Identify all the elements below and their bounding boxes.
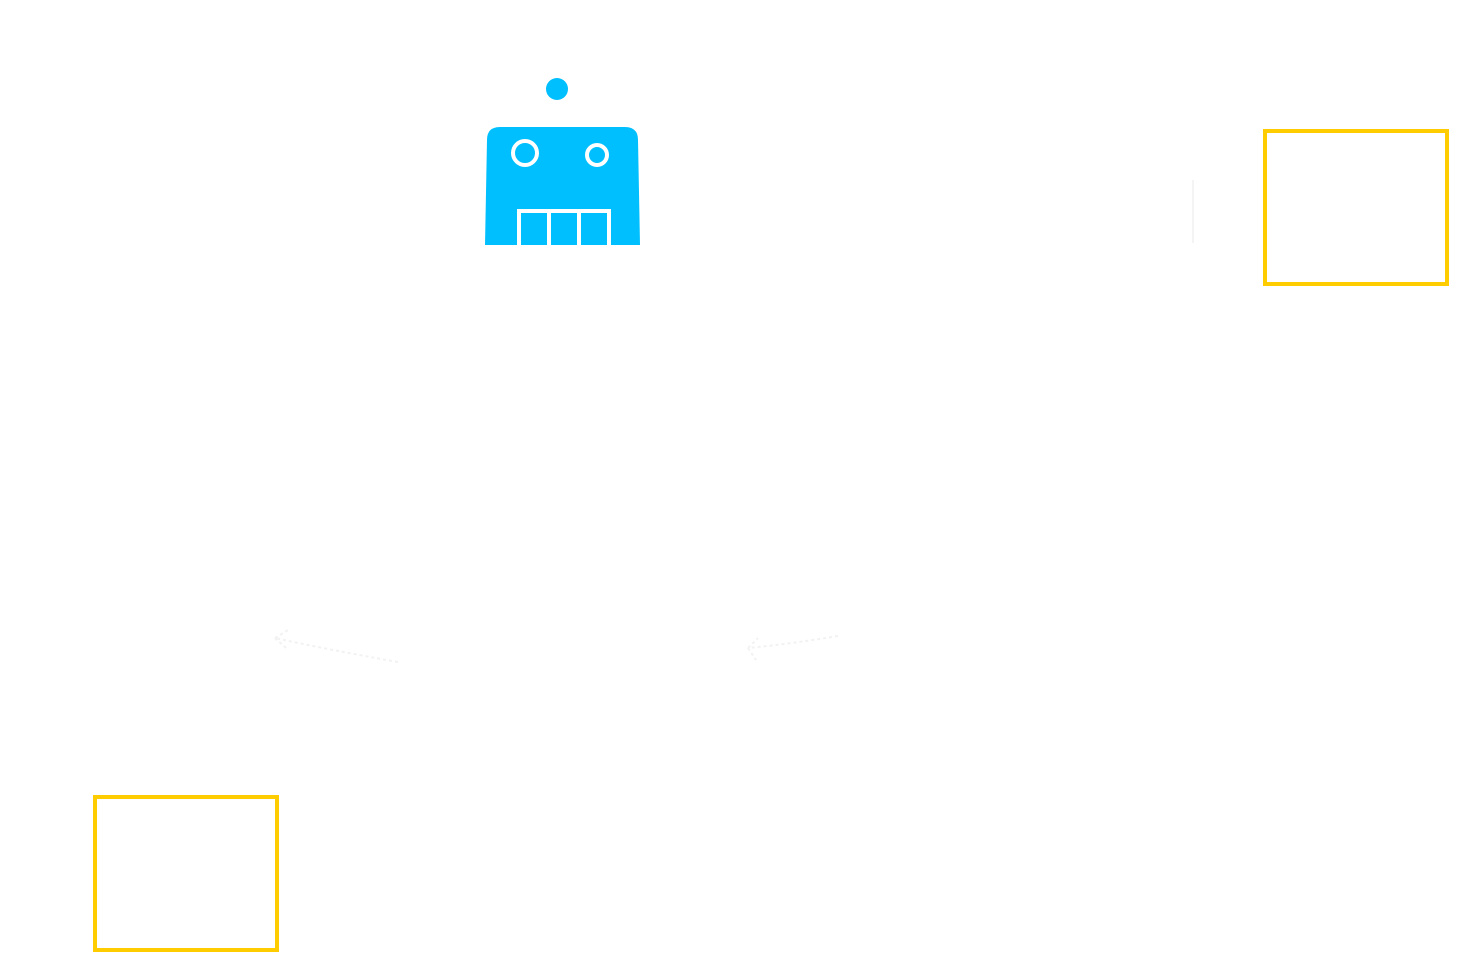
robot-mouth-icon: [517, 209, 611, 249]
arrow-to-left: [274, 629, 399, 663]
arrow-to-center: [747, 635, 839, 661]
placeholder-box-bottom-left: [93, 795, 279, 952]
robot-right-eye-icon: [585, 143, 609, 167]
robot-antenna-icon: [546, 78, 568, 100]
robot-head-icon: [485, 127, 640, 245]
robot-icon: [485, 78, 640, 249]
robot-left-eye-icon: [511, 139, 539, 167]
placeholder-box-top-right: [1263, 129, 1449, 286]
